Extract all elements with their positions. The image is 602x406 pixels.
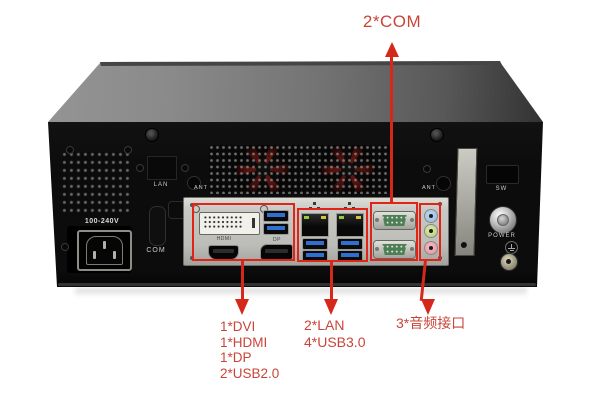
usb-port	[264, 224, 288, 234]
antenna-hole-right	[436, 176, 451, 191]
ant-label-right: ANT	[422, 185, 436, 191]
arrow-line	[390, 55, 393, 203]
com-label: COM	[146, 247, 166, 254]
dvi-analog-slot	[252, 218, 255, 228]
chassis-bottom-edge	[58, 283, 536, 286]
fan-grille	[209, 145, 394, 194]
antenna-hole-left	[187, 176, 201, 190]
honeycomb-mesh	[209, 145, 394, 194]
annotation-line: 4*USB3.0	[304, 334, 366, 350]
db9-screw	[410, 218, 414, 222]
annotation-line: 1*HDMI	[220, 334, 268, 350]
db9-pins	[382, 244, 407, 255]
vent-grille	[62, 152, 130, 216]
annotation-lan-usb: 2*LAN 4*USB3.0	[304, 317, 365, 351]
power-label: POWER	[488, 233, 516, 239]
screw-icon	[61, 243, 69, 251]
inlet-pin	[103, 241, 106, 249]
lan-label: LAN	[153, 182, 169, 188]
lan-port	[337, 214, 363, 236]
com-knockout	[149, 206, 166, 246]
lan-knockout	[147, 156, 177, 180]
arrow-up-icon	[385, 42, 399, 57]
power-inlet-socket	[86, 236, 123, 265]
audio-jack-line-out	[425, 225, 437, 237]
screw-icon	[124, 146, 132, 154]
annotation-line: 2*USB2.0	[220, 365, 280, 381]
ant-label-left: ANT	[194, 185, 208, 191]
power-button	[489, 206, 517, 234]
chassis-shadow	[75, 288, 527, 297]
screw-icon	[66, 146, 74, 154]
arrow-down-icon	[421, 299, 435, 315]
arrow-line	[241, 259, 244, 300]
dp-port	[261, 245, 292, 259]
audio-jack-line-in	[425, 210, 437, 222]
highlight-box-lan-usb	[297, 208, 368, 262]
annotation-line: 2*LAN	[304, 317, 345, 333]
sw-label: SW	[495, 186, 508, 192]
usb3-port	[338, 239, 362, 249]
sw-switch	[486, 165, 519, 184]
highlight-box-com	[370, 202, 418, 261]
annotation-audio: 3*音频接口	[396, 315, 465, 332]
db9-screw	[410, 247, 414, 251]
db9-screw	[375, 218, 379, 222]
annotation-com-count: 2*COM	[362, 12, 422, 31]
lan-port	[302, 214, 328, 236]
screw-icon	[136, 164, 144, 172]
hdmi-port	[209, 246, 238, 259]
annotation-line: 1*DP	[220, 350, 252, 365]
annotation-line: 1*DVI	[220, 319, 256, 334]
network-icon	[348, 202, 351, 205]
chassis-bottom-lip	[57, 271, 537, 284]
dvi-pin-grid	[204, 216, 244, 230]
audio-jack-mic	[425, 242, 437, 254]
db9-screw	[375, 247, 379, 251]
highlight-box-display-io	[192, 203, 295, 261]
screw-icon	[145, 128, 159, 142]
screw-icon	[430, 128, 444, 142]
usb3-port	[338, 251, 362, 261]
highlight-box-audio	[419, 203, 441, 261]
arrow-down-icon	[235, 299, 249, 315]
screw-icon	[181, 164, 189, 172]
dvi-port	[199, 212, 260, 235]
arrow-line	[330, 260, 333, 300]
antenna-connector	[500, 253, 518, 271]
bracket-screw-hole	[460, 242, 467, 248]
hdmi-label: HDMI	[216, 236, 232, 242]
inlet-pin	[113, 251, 116, 259]
annotation-display-io: 1*DVI 1*HDMI 1*DP 2*USB2.0	[220, 319, 279, 381]
com-port-serial	[374, 212, 415, 229]
inlet-pin	[93, 251, 96, 259]
db9-pins	[382, 215, 407, 226]
com-port-serial	[374, 241, 415, 258]
annotation-line: 3*音频接口	[396, 315, 466, 331]
voltage-label: 100-240V	[84, 218, 120, 225]
ground-icon	[505, 241, 518, 254]
pci-bracket	[454, 148, 478, 256]
arrow-down-icon	[324, 299, 338, 315]
usb3-port	[303, 251, 327, 261]
dp-label: DP	[273, 237, 281, 243]
screw-icon	[423, 165, 431, 173]
usb-port	[264, 211, 288, 221]
network-icon	[313, 202, 316, 205]
usb3-port	[303, 239, 327, 249]
